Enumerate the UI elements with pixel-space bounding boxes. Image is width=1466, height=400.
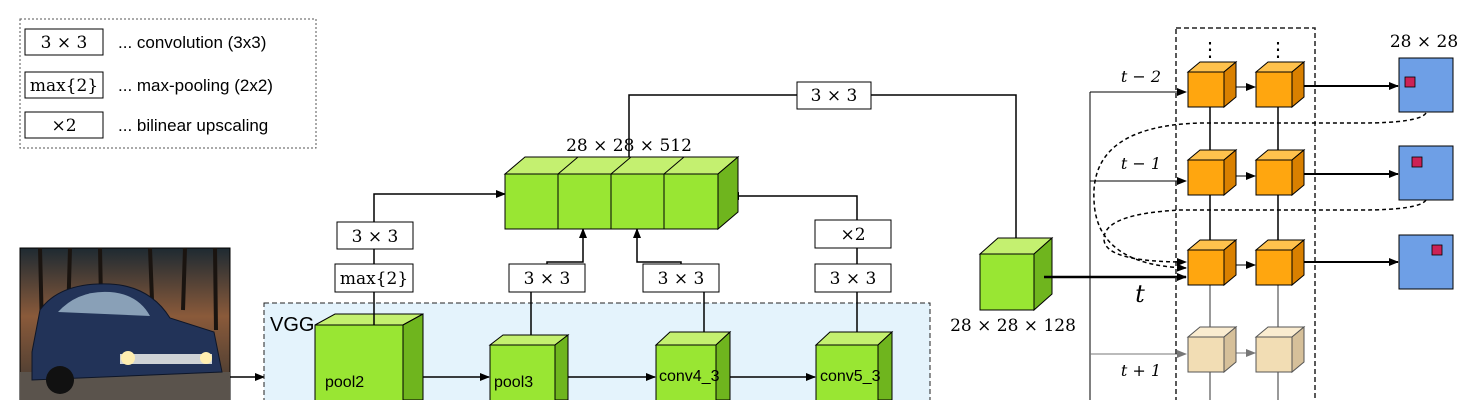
time-label-t-1: t − 1 (1121, 154, 1161, 173)
reduced-feature-cube (978, 236, 1054, 312)
maxpool-box (334, 263, 414, 293)
legend-maxpool-box (24, 71, 104, 99)
output-map-t (1398, 234, 1454, 290)
time-label-t: t (1135, 280, 1145, 308)
recurrent-cube-t-2-b (1254, 60, 1306, 109)
output-arrows (1304, 82, 1399, 266)
maxpool-label: max{2} (340, 269, 408, 289)
legend-upscale-symbol: ×2 (51, 116, 76, 136)
time-label-t-2: t − 2 (1121, 67, 1161, 86)
output-dims-label: 28 × 28 (1390, 32, 1458, 52)
conv-label-pool2: 3 × 3 (352, 227, 399, 247)
conv-box-pool2 (336, 221, 414, 250)
upscale-label: ×2 (840, 225, 865, 245)
conv-box-top (796, 81, 872, 110)
output-map-t-2 (1398, 57, 1454, 113)
fused-feature-block (503, 155, 740, 231)
vgg-block-label-conv5_3: conv5_3 (820, 368, 881, 385)
legend-maxpool-desc: ... max-pooling (2x2) (118, 76, 273, 95)
recurrent-cube-t+1-b (1254, 325, 1306, 374)
vgg-block-label-conv4_3: conv4_3 (659, 368, 720, 385)
conv-label-conv4: 3 × 3 (658, 269, 705, 289)
legend-conv-desc: ... convolution (3x3) (118, 33, 266, 52)
conv-box-conv4 (642, 263, 720, 293)
recurrent-cube-t-b (1254, 238, 1306, 287)
conv-label-conv5: 3 × 3 (830, 269, 877, 289)
conv-box-conv5 (814, 263, 892, 293)
legend-maxpool-symbol: max{2} (30, 76, 98, 96)
vgg-block-label-pool3: pool3 (494, 374, 533, 391)
reduced-dims-label: 28 × 28 × 128 (950, 316, 1076, 336)
legend-conv-symbol: 3 × 3 (41, 33, 88, 53)
branch-pool3: 3 × 3 (508, 228, 587, 335)
vgg-label: VGG (270, 314, 314, 336)
feedback-curves (1093, 112, 1427, 272)
dots-col1: ⋮ (1200, 37, 1220, 61)
vgg-block-pool3: pool3 (488, 333, 570, 400)
vgg-block-conv4_3: conv4_3 (654, 330, 732, 400)
recurrent-cube-t-2-a (1186, 60, 1238, 109)
legend-upscale-box (24, 111, 104, 139)
recurrent-cube-t+1-a (1186, 325, 1238, 374)
output-map-t-1 (1398, 145, 1454, 201)
input-image (19, 247, 231, 400)
upscale-box (814, 219, 892, 249)
time-label-t+1: t + 1 (1121, 361, 1161, 380)
recurrent-frame (1175, 27, 1316, 400)
recurrent-cube-t-1-b (1254, 148, 1306, 197)
conv-label-top: 3 × 3 (811, 86, 858, 106)
top-conv-path: 3 × 3 (628, 81, 1020, 251)
vgg-block-conv5_3: conv5_3 (814, 330, 894, 400)
legend: 3 × 3 ... convolution (3x3) max{2} ... m… (19, 18, 317, 149)
branch-conv5: 3 × 3 ×2 (729, 192, 892, 332)
dots-col2: ⋮ (1268, 37, 1288, 61)
legend-conv-box (24, 28, 104, 56)
recurrent-cube-t-a (1186, 238, 1238, 287)
recurrent-horizontal-connections (1236, 83, 1256, 357)
branch-pool2: max{2} 3 × 3 (334, 190, 506, 325)
branch-conv4: 3 × 3 (633, 228, 720, 332)
vgg-block-pool2: pool2 (314, 313, 424, 400)
conv-label-pool3: 3 × 3 (524, 269, 571, 289)
legend-upscale-desc: ... bilinear upscaling (118, 116, 268, 135)
vgg-block-label-pool2: pool2 (325, 374, 364, 391)
conv-box-pool3 (508, 263, 586, 293)
recurrent-cube-t-1-a (1186, 148, 1238, 197)
